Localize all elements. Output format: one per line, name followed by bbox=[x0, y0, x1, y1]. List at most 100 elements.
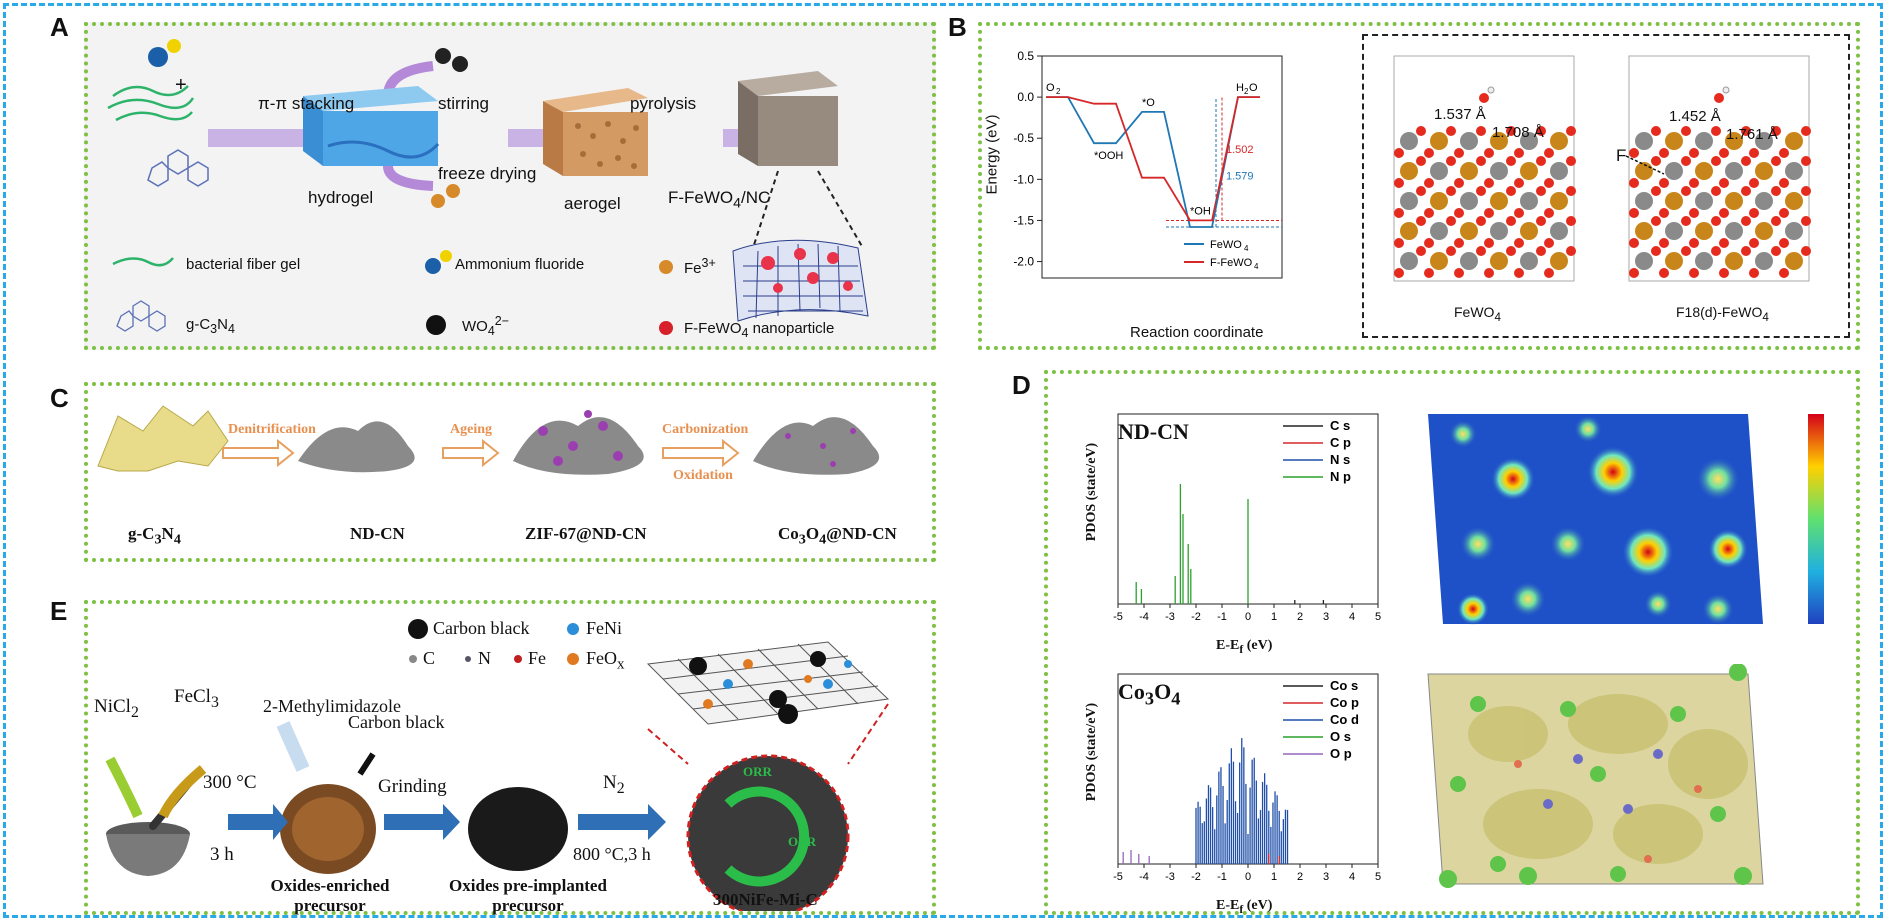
pdos-top-title: ND-CN bbox=[1118, 419, 1189, 444]
arrow-to-hydrogel bbox=[208, 118, 383, 158]
oxygen-atom bbox=[1689, 178, 1699, 188]
pdos-x-tick-label: 1 bbox=[1271, 871, 1277, 883]
ffewo4-nc-block bbox=[738, 71, 838, 166]
label-nd-cn: ND-CN bbox=[350, 524, 405, 543]
oxygen-atom bbox=[1779, 238, 1789, 248]
metal-atom bbox=[1635, 162, 1653, 180]
oxygen-atom bbox=[1394, 268, 1404, 278]
oxygen-atom bbox=[1719, 238, 1729, 248]
oxygen-atom bbox=[1416, 126, 1426, 136]
charge-density-map bbox=[1428, 414, 1824, 625]
metal-atom bbox=[1665, 132, 1683, 150]
metal-atom bbox=[1755, 162, 1773, 180]
pdos-legend-label: O p bbox=[1330, 746, 1352, 761]
oxygen-atom bbox=[1689, 208, 1699, 218]
oxygen-atom bbox=[1749, 268, 1759, 278]
pdos-x-tick-label: -2 bbox=[1191, 871, 1201, 883]
pdos-top-ylabel: PDOS (state/eV) bbox=[1084, 442, 1100, 542]
label-temp-300: 300 °C bbox=[203, 772, 257, 793]
oxygen-atom bbox=[1711, 246, 1721, 256]
metal-atom bbox=[1550, 132, 1568, 150]
oxygen-atom bbox=[1681, 216, 1691, 226]
metal-atom bbox=[1635, 222, 1653, 240]
oxygen-atom bbox=[1394, 148, 1404, 158]
metal-atom bbox=[1725, 162, 1743, 180]
pdos-x-tick-label: -5 bbox=[1113, 871, 1123, 883]
metal-atom bbox=[1695, 132, 1713, 150]
oxygen-atom bbox=[1424, 238, 1434, 248]
label-oer: OER bbox=[788, 834, 817, 849]
metal-atom bbox=[1695, 162, 1713, 180]
oxygen-atom bbox=[1771, 186, 1781, 196]
metal-atom bbox=[1755, 252, 1773, 270]
metal-atom bbox=[1785, 192, 1803, 210]
oxygen-atom bbox=[1394, 208, 1404, 218]
pdos-bottom-xlabel: E-Ef (eV) bbox=[1216, 898, 1273, 916]
oxygen-atom bbox=[1536, 126, 1546, 136]
oxygen-atom bbox=[1779, 178, 1789, 188]
metal-atom bbox=[1785, 162, 1803, 180]
oxygen-atom bbox=[1719, 208, 1729, 218]
pdos-legend-label: Co p bbox=[1330, 695, 1359, 710]
legend-carbon-black-label: Carbon black bbox=[433, 618, 530, 638]
bacterial-fiber-icon bbox=[107, 85, 195, 122]
label-methylimidazole: 2-Methylimidazole bbox=[263, 696, 401, 716]
legend-g-c3n4-icon bbox=[116, 300, 166, 332]
oxygen-atom bbox=[1779, 268, 1789, 278]
metal-atom bbox=[1550, 192, 1568, 210]
arrow-fecl3 bbox=[158, 765, 207, 819]
pdos-x-tick-label: -5 bbox=[1113, 611, 1123, 623]
arrow-carbonization bbox=[662, 438, 740, 468]
arrow-denitrification bbox=[222, 438, 295, 468]
pdos-x-tick-label: 3 bbox=[1323, 871, 1329, 883]
plot-frame bbox=[1041, 55, 1283, 279]
oxygen-atom bbox=[1484, 268, 1494, 278]
state-h2o-sub: 2 bbox=[1244, 87, 1249, 96]
state-oh: *OH bbox=[1190, 205, 1211, 217]
label-final-catalyst: 300NiFe-Mi-C bbox=[713, 890, 818, 909]
oxygen-atom bbox=[1651, 216, 1661, 226]
oxygen-atom bbox=[1711, 156, 1721, 166]
label-co3o4-nd-cn: Co3O4@ND-CN bbox=[778, 524, 897, 548]
oxygen-atom bbox=[1659, 208, 1669, 218]
metal-atom bbox=[1725, 222, 1743, 240]
metal-atom bbox=[1635, 132, 1653, 150]
legend-label-ffewo4: F-FeWO bbox=[1210, 257, 1253, 269]
oxygen-atom bbox=[1536, 216, 1546, 226]
oxygen-atom bbox=[1484, 178, 1494, 188]
legend-fe-label: Fe bbox=[528, 648, 546, 668]
label-zif67: ZIF-67@ND-CN bbox=[525, 524, 647, 543]
oxygen-atom bbox=[1659, 268, 1669, 278]
step-carbonization: Carbonization bbox=[662, 422, 749, 437]
oxygen-atom bbox=[1689, 238, 1699, 248]
metal-atom bbox=[1430, 192, 1448, 210]
legend-label-fewo4: FeWO bbox=[1210, 239, 1242, 251]
oxygen-atom bbox=[1506, 216, 1516, 226]
oxygen-atom bbox=[1779, 208, 1789, 218]
oxygen-atom bbox=[1741, 246, 1751, 256]
graphene-sheet bbox=[646, 641, 890, 725]
metal-atom bbox=[1665, 162, 1683, 180]
oxygen-atom bbox=[1514, 208, 1524, 218]
metal-atom bbox=[1400, 162, 1418, 180]
oxygen-atom bbox=[1651, 186, 1661, 196]
oxygen-atom bbox=[1424, 208, 1434, 218]
oxygen-atom bbox=[1629, 268, 1639, 278]
y-tick-label: -2.0 bbox=[1013, 255, 1034, 269]
pdos-x-tick-label: 0 bbox=[1245, 611, 1251, 623]
pdos-bottom-ylabel: PDOS (state/eV) bbox=[1084, 702, 1100, 802]
aerogel-pores bbox=[575, 121, 639, 169]
oxygen-atom bbox=[1514, 268, 1524, 278]
panel-a: + π-π stacking stirring freeze drying py… bbox=[84, 22, 936, 350]
legend-n-icon bbox=[465, 656, 471, 662]
legend-fiber-icon bbox=[112, 257, 174, 267]
gap-value-red: 1.502 bbox=[1226, 144, 1254, 156]
oxygen-atom bbox=[1454, 238, 1464, 248]
struct-right-label: F18(d)-FeWO4 bbox=[1676, 304, 1769, 324]
oxygen-atom bbox=[1544, 238, 1554, 248]
metal-atom bbox=[1400, 252, 1418, 270]
